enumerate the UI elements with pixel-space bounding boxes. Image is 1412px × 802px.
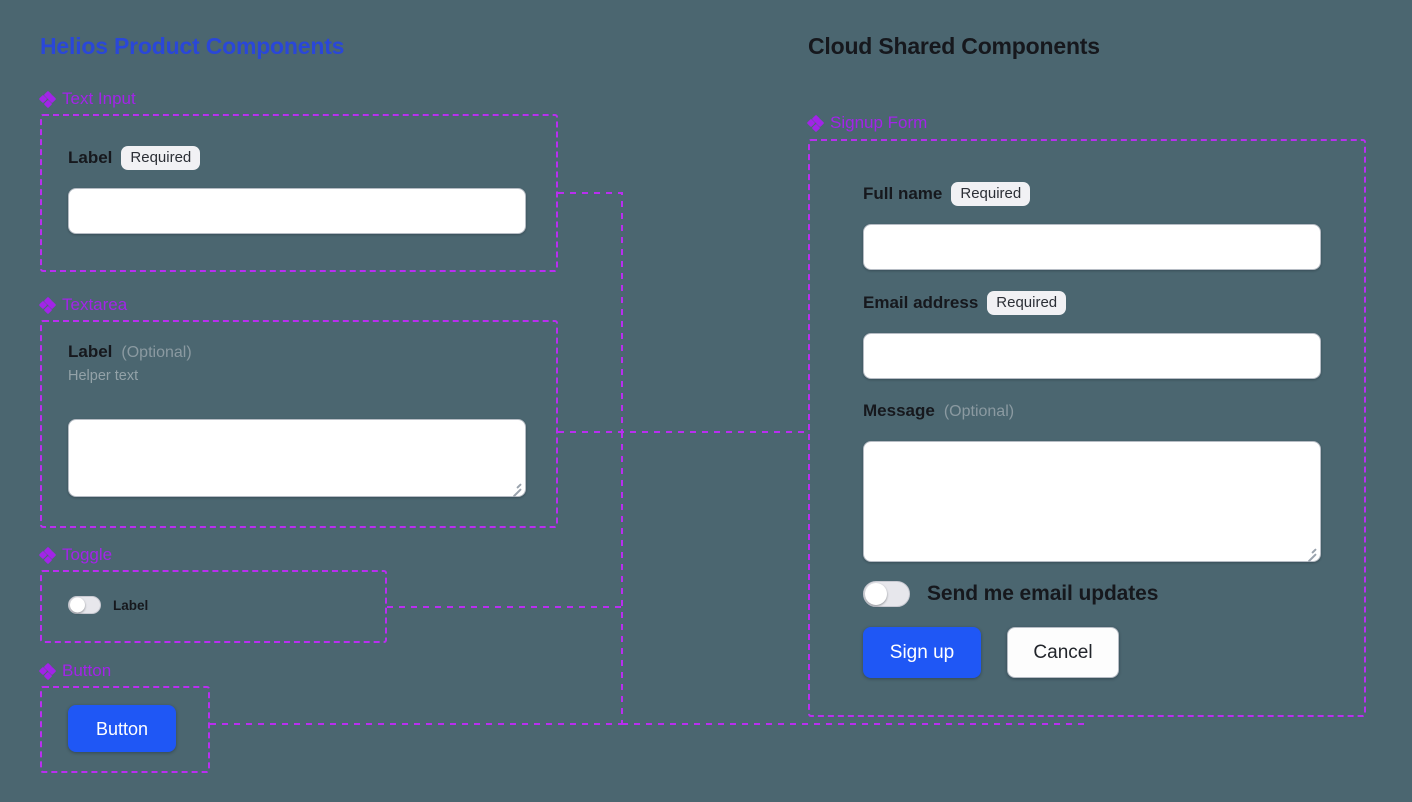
- toggle-row[interactable]: Label: [68, 596, 148, 614]
- toggle-knob: [865, 583, 887, 605]
- section-label-toggle: Toggle: [38, 545, 113, 565]
- frame-button: [40, 686, 210, 773]
- frame-textarea: [40, 320, 558, 528]
- connector-text-input: [558, 192, 623, 432]
- message-label: Message: [863, 401, 935, 420]
- full-name-input[interactable]: [863, 224, 1321, 270]
- section-label-text: Signup Form: [830, 113, 928, 132]
- email-updates-switch[interactable]: [863, 581, 910, 607]
- section-label-text: Button: [62, 661, 112, 680]
- section-label-text: Text Input: [62, 89, 136, 108]
- textarea-control-wrap: [68, 419, 526, 498]
- diamond-icon: [38, 662, 57, 680]
- cancel-button[interactable]: Cancel: [1007, 627, 1119, 678]
- section-label-textarea: Textarea: [38, 295, 128, 315]
- toggle-switch[interactable]: [68, 596, 101, 614]
- required-badge: Required: [987, 291, 1067, 316]
- textarea-field[interactable]: [68, 419, 526, 497]
- diamond-icon: [806, 114, 825, 132]
- optional-tag: (Optional): [121, 343, 192, 361]
- sign-up-button[interactable]: Sign up: [863, 627, 981, 678]
- message-control-wrap: [863, 441, 1321, 563]
- email-updates-label: Send me email updates: [927, 582, 1159, 605]
- message-textarea[interactable]: [863, 441, 1321, 562]
- frame-text-input: [40, 114, 558, 272]
- required-badge: Required: [121, 146, 201, 171]
- text-input-field[interactable]: [68, 188, 526, 234]
- demo-button[interactable]: Button: [68, 705, 176, 752]
- required-badge: Required: [951, 182, 1031, 207]
- section-label-text: Textarea: [62, 295, 128, 314]
- optional-tag: (Optional): [943, 402, 1015, 420]
- text-input-control-wrap: [68, 188, 526, 234]
- section-label-signup-form: Signup Form: [806, 113, 928, 133]
- section-label-button: Button: [38, 661, 112, 681]
- page-title-left: Helios Product Components: [40, 33, 345, 59]
- text-input-label: Label: [68, 147, 113, 167]
- full-name-label: Full name: [863, 183, 943, 203]
- frame-toggle: [40, 570, 387, 643]
- page-title-right: Cloud Shared Components: [808, 33, 1100, 59]
- diamond-icon: [38, 296, 57, 314]
- full-name-control-wrap: [863, 224, 1321, 270]
- diamond-icon: [38, 546, 57, 564]
- textarea-label-row: Label (Optional) Helper text: [68, 342, 192, 385]
- email-label: Email address: [863, 292, 979, 312]
- message-label-row: Message (Optional): [863, 401, 1015, 421]
- toggle-label: Label: [113, 597, 149, 613]
- email-control-wrap: [863, 333, 1321, 379]
- toggle-knob: [70, 597, 85, 613]
- textarea-helper-text: Helper text: [68, 367, 139, 384]
- email-updates-row[interactable]: Send me email updates: [863, 581, 1158, 607]
- text-input-label-row: Label Required: [68, 146, 201, 171]
- email-label-row: Email address Required: [863, 291, 1067, 316]
- section-label-text: Toggle: [62, 545, 113, 564]
- textarea-label: Label: [68, 342, 113, 361]
- frame-signup-form: [808, 139, 1366, 717]
- section-label-text-input: Text Input: [38, 89, 136, 109]
- email-input[interactable]: [863, 333, 1321, 379]
- diamond-icon: [38, 90, 57, 108]
- full-name-label-row: Full name Required: [863, 182, 1031, 207]
